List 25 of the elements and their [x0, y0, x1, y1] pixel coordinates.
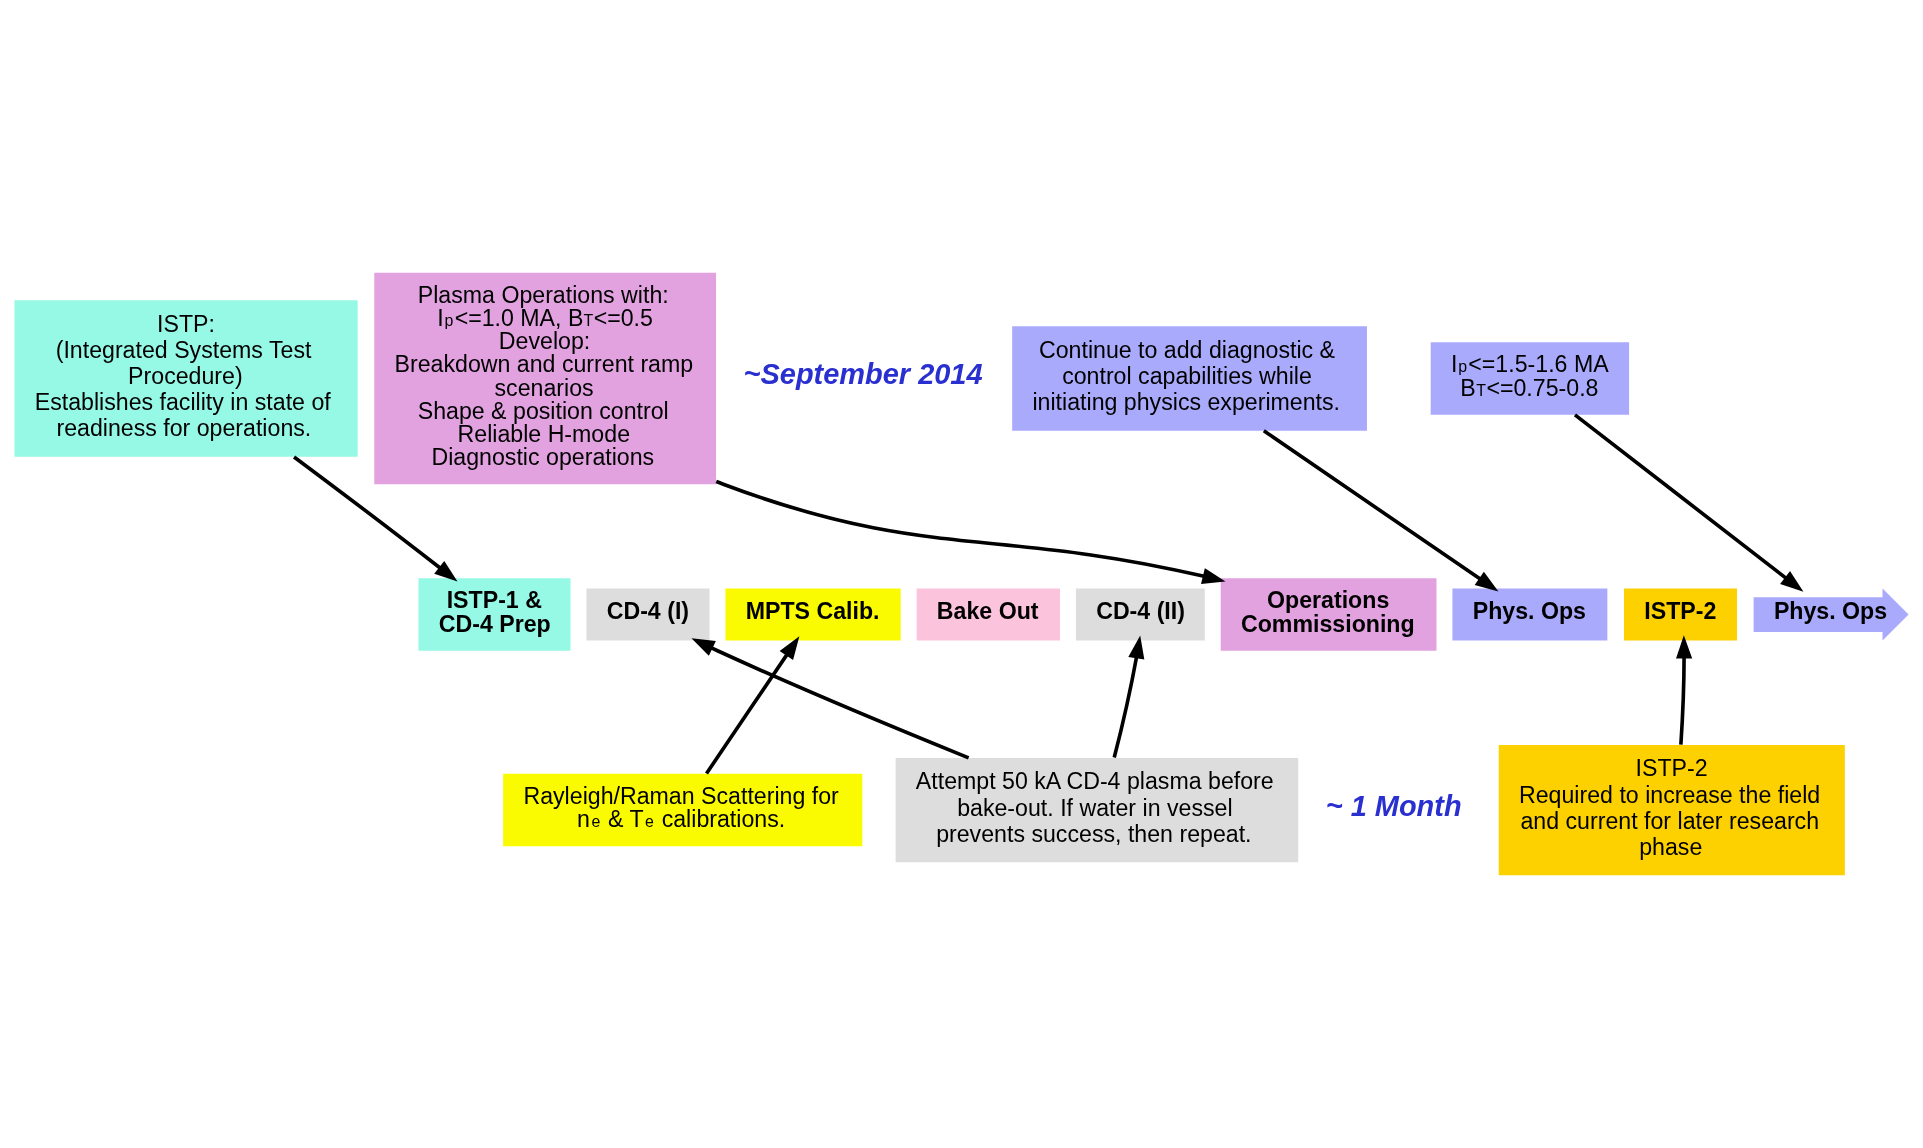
arrow	[1112, 635, 1145, 758]
node-box: Operations Commissioning	[1220, 578, 1437, 651]
node-box: ISTP-2	[1624, 588, 1737, 641]
arrow	[1573, 413, 1804, 592]
node-box: ISTP: (Integrated Systems Test Procedure) Establishes facility in state of readiness for operations.	[14, 300, 358, 457]
node-box: Rayleigh/Raman Scattering for ne & Te calibrations.	[503, 773, 863, 847]
node-box: Attempt 50 kA CD-4 plasma before bake-out. If water in vessel prevents success, then repeat.	[895, 757, 1299, 863]
node-box: MPTS Calib.	[725, 588, 901, 641]
label: ~ 1 Month	[1325, 789, 1462, 822]
node-box: Bake Out	[916, 588, 1060, 641]
node-box: ISTP-2 Required to increase the field and current for later research phase	[1498, 744, 1845, 876]
node-box: ISTP-1 & CD-4 Prep	[418, 578, 571, 651]
node-box: Ip<=1.5-1.6 MA BT<=0.75-0.8	[1430, 342, 1630, 415]
arrow	[705, 636, 800, 775]
node-box: Plasma Operations with: Ip<=1.0 MA, BT<=0.5 Develop: Breakdown and current ramp scenarios Shape & position control Reliable H-mode Diagnostic operations	[374, 272, 717, 485]
arrow	[1262, 429, 1499, 592]
node-box: Phys. Ops	[1452, 588, 1608, 641]
arrow	[1675, 635, 1693, 745]
node-box: CD-4 (I)	[586, 588, 710, 641]
arrow	[715, 479, 1226, 584]
arrow	[691, 638, 970, 760]
label: ~September 2014	[743, 358, 983, 391]
node-box: CD-4 (II)	[1075, 588, 1205, 641]
node-box: Continue to add diagnostic & control capabilities while initiating physics experiments.	[1012, 326, 1367, 431]
arrow	[292, 455, 458, 582]
